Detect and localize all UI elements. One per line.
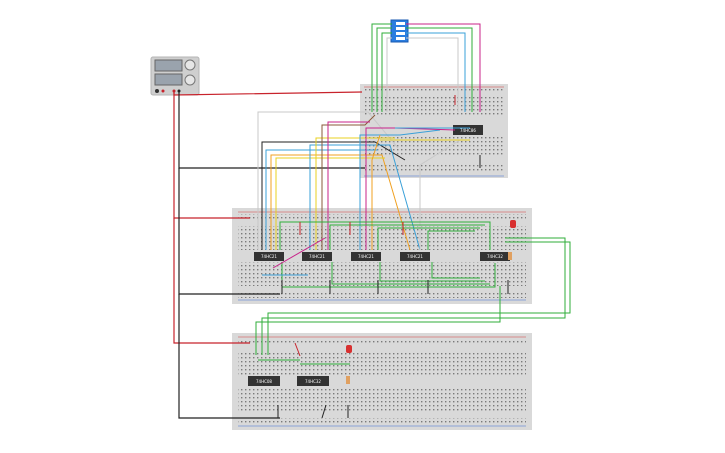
chip-label: 74HC32 xyxy=(305,379,321,384)
power-wires[interactable] xyxy=(173,91,365,419)
top-misc-wires[interactable] xyxy=(454,95,481,168)
chip-label: 74HC21 xyxy=(309,254,325,259)
chip-bottom-2[interactable]: 74HC32 xyxy=(297,376,329,386)
bottom-misc-wires[interactable] xyxy=(277,342,349,419)
chip-mid-3[interactable]: 74HC21 xyxy=(351,252,381,261)
chip-label: 74HC21 xyxy=(407,254,423,259)
chip-label: 74HC21 xyxy=(261,254,277,259)
chip-label: 74HC08 xyxy=(256,379,272,384)
led-bottom[interactable] xyxy=(346,345,352,384)
power-supply-icon[interactable] xyxy=(150,56,200,96)
led-middle[interactable] xyxy=(508,220,516,260)
chip-label: 74HC32 xyxy=(487,254,503,259)
chip-bottom-1[interactable]: 74HC08 xyxy=(248,376,280,386)
breadboard-middle[interactable] xyxy=(232,208,532,304)
breadboard-bottom[interactable] xyxy=(232,333,532,430)
chip-label: 74HC86 xyxy=(460,128,476,133)
dip-switch-icon[interactable] xyxy=(390,19,409,43)
dip-switch-wires[interactable] xyxy=(371,23,481,112)
chip-top[interactable]: 74HC86 xyxy=(453,125,483,135)
chip-mid-2[interactable]: 74HC21 xyxy=(302,252,332,261)
chip-mid-5[interactable]: 74HC32 xyxy=(480,252,510,261)
middle-misc-wires[interactable] xyxy=(262,222,509,294)
chip-mid-4[interactable]: 74HC21 xyxy=(400,252,430,261)
chip-label: 74HC21 xyxy=(358,254,374,259)
chip-mid-1[interactable]: 74HC21 xyxy=(254,252,284,261)
